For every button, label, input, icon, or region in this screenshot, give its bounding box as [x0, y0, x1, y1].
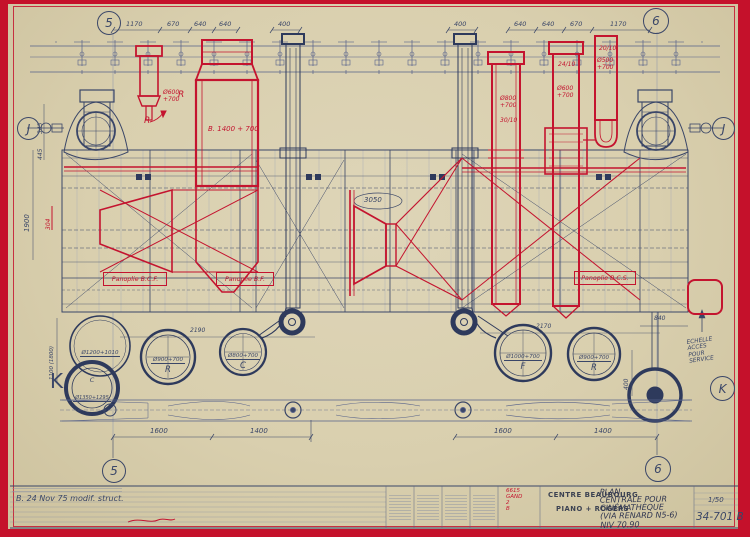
grid-bubble-5-bottom-label: 5 [110, 464, 118, 478]
panoplie-bf-box: Panoplie B.F. [216, 272, 274, 286]
red-note-duct-r1-size: Ø800 +700 [500, 95, 517, 109]
red-note-duct-r3-size: Ø500 +700 [597, 57, 614, 71]
grid-bubble-5-bottom: 5 [102, 459, 126, 483]
dim-top-left-1170: 1170 [126, 20, 143, 28]
dim-top-left-640a: 640 [194, 20, 207, 28]
panoplie-bcf-box: Panoplie B.C.F. [103, 272, 167, 286]
dim-400-vertical: 400 [623, 378, 630, 390]
grid-bubble-6-top: 6 [643, 8, 669, 34]
panoplie-bcs-box: Panoplie B.C.S. [574, 271, 636, 285]
grid-bubble-5-top: 5 [97, 11, 121, 35]
duct-tag-f-size: Ø1000+700 [504, 354, 542, 361]
dim-840: 840 [654, 315, 666, 322]
dim-1100-1800: 1100 (1800) [49, 345, 55, 380]
dim-445: 445 [37, 148, 44, 160]
grid-bubble-j-left: J [17, 117, 40, 140]
panoplie-bcf-label: Panoplie B.C.F. [111, 275, 159, 283]
title-revision-entry: B. 24 Nov 75 modif. struct. [16, 494, 124, 503]
duct-tag-r2-letter: R [591, 363, 597, 373]
red-note-duct-big-left: B. 1400 + 700 [208, 125, 259, 133]
duct-tag-r2-size: Ø900+700 [577, 355, 611, 362]
grid-bubble-5-top-label: 5 [105, 16, 113, 30]
consultant-col-3 [445, 495, 467, 521]
dim-1900: 1900 [23, 214, 31, 232]
duct-tag-left-bottom-letter: C [89, 376, 95, 384]
dim-2170: 2170 [536, 323, 552, 330]
red-note-duct-small-left: Ø600 +700 [163, 89, 180, 103]
duct-tag-left-top: Ø1200+1010 [70, 339, 130, 358]
red-note-duct-r2-size: Ø600 +700 [557, 85, 574, 99]
consultant-col-4 [473, 495, 495, 521]
red-note-304: 304 [45, 218, 52, 230]
dim-top-right-670: 670 [570, 20, 583, 28]
title-architects: PIANO + ROGERS [556, 505, 630, 513]
duct-tag-c-letter: C [240, 361, 246, 371]
panoplie-bf-label: Panoplie B.F. [224, 275, 265, 283]
dim-bottom-right-1600: 1600 [494, 427, 512, 435]
dim-bottom-left-1600: 1600 [150, 427, 168, 435]
consultant-col-2 [417, 495, 439, 521]
title-client: CENTRE BEAUBOURG [548, 491, 639, 499]
grid-bubble-k-right: K [710, 376, 735, 401]
title-scale: 1/50 [708, 496, 724, 504]
dim-2190: 2190 [190, 327, 206, 334]
dim-top-right-640b: 640 [542, 20, 555, 28]
revision-header-microtext [12, 488, 122, 492]
duct-tag-r2: Ø900+700 R [564, 344, 624, 373]
panoplie-bcs-label: Panoplie B.C.S. [581, 274, 629, 282]
duct-tag-left-bottom: C Ø1350+1295 [62, 376, 122, 403]
duct-tag-left-bottom-size: Ø1350+1295 [73, 395, 111, 402]
grid-bubble-6-top-label: 6 [652, 14, 660, 28]
dim-bottom-left-1400: 1400 [250, 427, 268, 435]
grid-bubble-6-bottom-label: 6 [654, 462, 662, 476]
dim-top-right-640a: 640 [514, 20, 527, 28]
duct-tag-c: Ø800+700 C [213, 342, 273, 371]
dim-top-left-400: 400 [278, 20, 291, 28]
grid-bubble-k-right-label: K [718, 381, 727, 396]
echelle-acces-note: ECHELLE ACCES POUR SERVICE [686, 336, 715, 366]
title-handwritten: PLAN CENTRALE POUR CINÉMATHÈQUE (VIA REN… [599, 487, 678, 530]
grid-bubble-j-right-label: J [721, 121, 726, 136]
title-drawing-number: 34-701 B [696, 511, 744, 523]
title-red-code: 6615 GAND 2 B [506, 488, 523, 513]
duct-tag-c-size: Ø800+700 [226, 353, 260, 360]
dim-3050-bubble: 3050 [364, 196, 382, 204]
dim-345: 345 [37, 122, 44, 134]
consultant-col-1 [389, 495, 411, 521]
duct-tag-r1: Ø900+700 R [138, 346, 198, 375]
dim-top-right-400: 400 [454, 20, 467, 28]
red-note-duct-r3-gauge: 20/10 [599, 45, 617, 52]
grid-bubble-j-left-label: J [26, 121, 31, 136]
dim-top-left-670: 670 [167, 20, 180, 28]
red-note-duct-r2-gauge: 24/10 [558, 61, 576, 68]
duct-tag-f-letter: F [520, 362, 526, 372]
grid-bubble-j-right: J [712, 117, 735, 140]
duct-tag-r1-size: Ø900+700 [151, 357, 185, 364]
red-note-r-mark-2: R [178, 90, 185, 100]
grid-letter-k-left: K [50, 369, 64, 393]
duct-tag-left-top-size: Ø1200+1010 [79, 350, 121, 357]
duct-tag-f: Ø1000+700 F [493, 343, 553, 372]
dim-bottom-right-1400: 1400 [594, 427, 612, 435]
dim-top-right-1170: 1170 [610, 20, 627, 28]
duct-tag-r1-letter: R [165, 365, 171, 375]
red-note-duct-r1-gauge: 30/10 [500, 117, 518, 124]
grid-bubble-6-bottom: 6 [645, 456, 671, 482]
dim-top-left-640b: 640 [219, 20, 232, 28]
red-note-r-mark-1: R [144, 116, 151, 126]
